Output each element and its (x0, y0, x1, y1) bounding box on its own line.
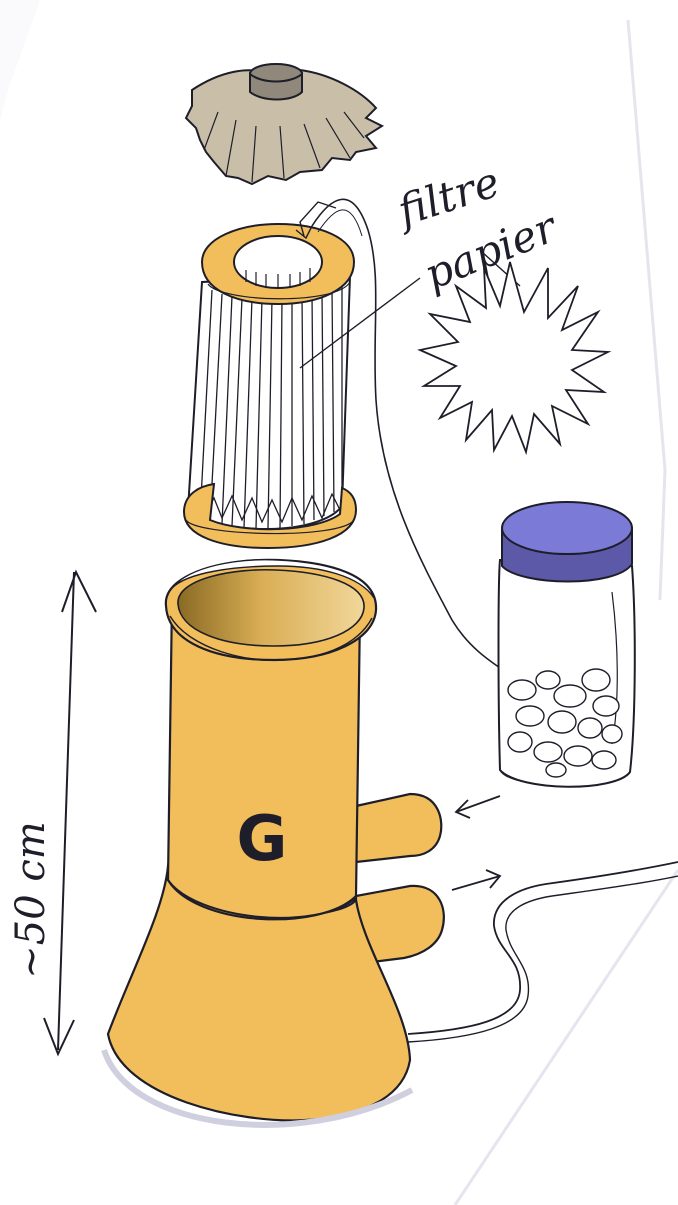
scan-shadow (0, 0, 40, 120)
jar-with-pebbles-icon (499, 502, 635, 787)
inflow-arrow-icon (456, 796, 500, 818)
filter-cap-icon (186, 64, 382, 184)
outflow-arrow-icon (452, 870, 500, 890)
filter-cartridge-icon (184, 224, 356, 548)
double-arrow-icon (44, 572, 96, 1054)
pump-letter: G (237, 802, 288, 875)
cable-icon (408, 862, 678, 1034)
height-label: ~50 cm (8, 821, 54, 978)
cable-icon-parallel (408, 876, 678, 1042)
